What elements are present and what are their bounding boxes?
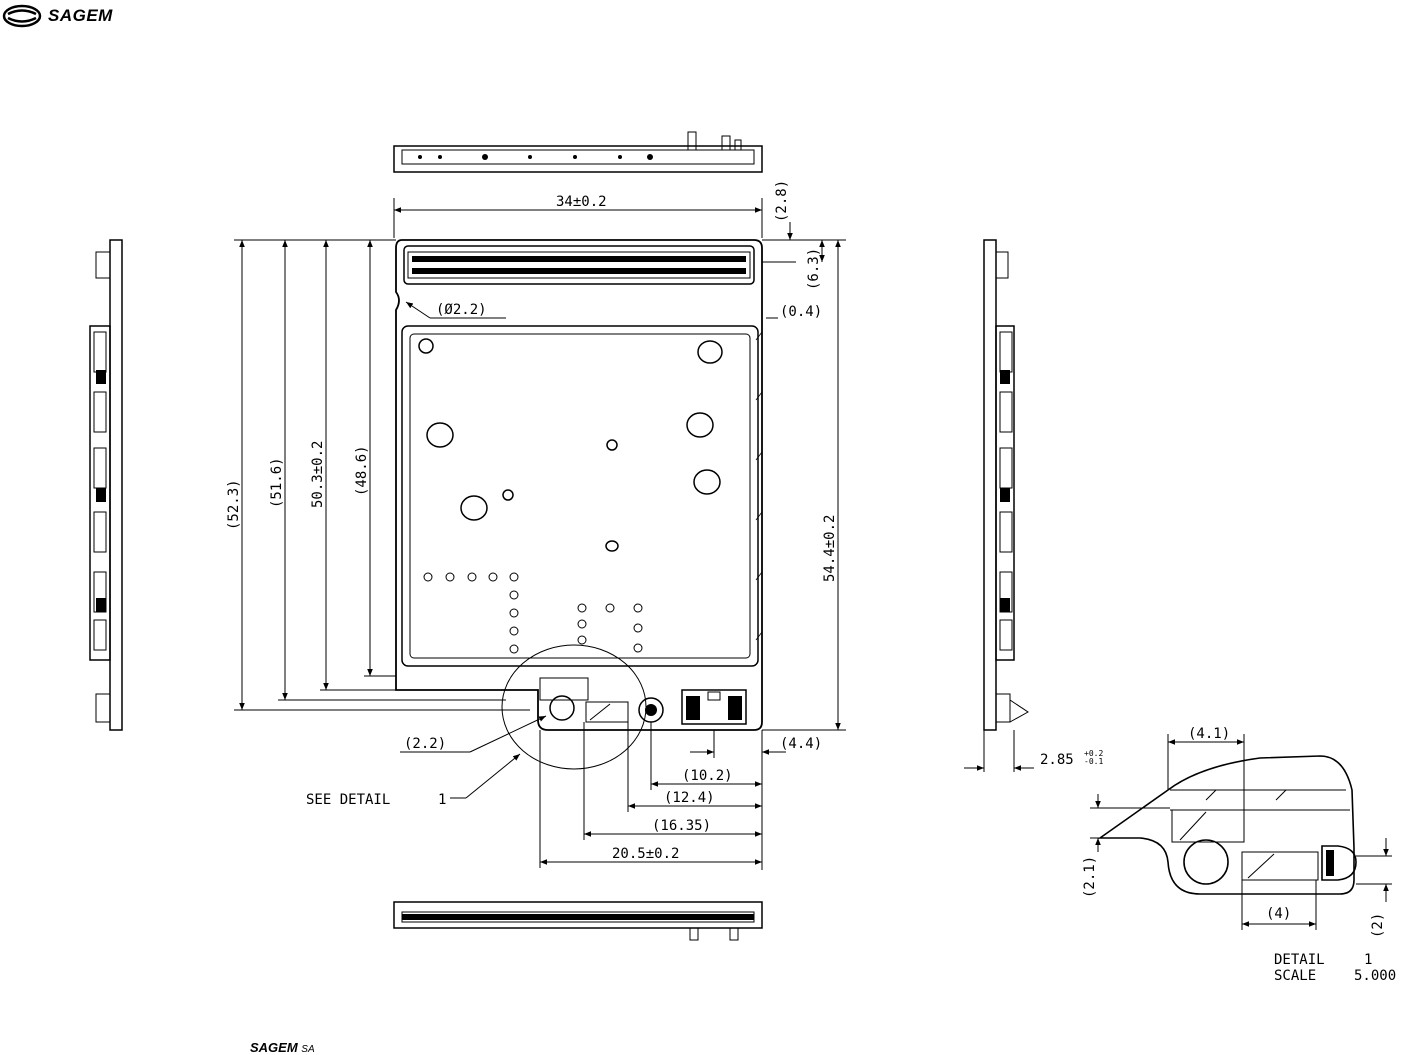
- dim-connector-height: (6.3): [806, 248, 822, 290]
- right-side-view: 2.85 +0.2 -0.1: [964, 240, 1103, 772]
- detail-title: DETAIL: [1274, 952, 1325, 968]
- dim-height-52-3: (52.3): [226, 479, 242, 530]
- bottom-view: [394, 902, 762, 940]
- dim-w-20-5: 20.5±0.2: [612, 846, 679, 862]
- dim-w-16-35: (16.35): [652, 818, 711, 834]
- dim-top-clear: (2.8): [774, 180, 790, 222]
- dim-height-51-6: (51.6): [269, 457, 285, 508]
- detail-dim-2: (2): [1370, 913, 1386, 938]
- detail-view: (4.1) (2.1) (4) (2) DETAIL 1 SCALE 5.000: [1082, 726, 1396, 984]
- dim-w-4-4: (4.4): [780, 736, 822, 752]
- dim-thickness: 2.85: [1040, 752, 1074, 768]
- front-view: [396, 240, 762, 769]
- dim-hole-diameter: (Ø2.2): [436, 302, 487, 318]
- detail-scale-value: 5.000: [1354, 968, 1396, 984]
- detail-scale-label: SCALE: [1274, 968, 1316, 984]
- dim-w-12-4: (12.4): [664, 790, 715, 806]
- top-view: [394, 132, 762, 172]
- see-detail-number: 1: [438, 792, 446, 808]
- dim-w-10-2: (10.2): [682, 768, 733, 784]
- detail-dim-4-1: (4.1): [1188, 726, 1230, 742]
- dim-height-54-4: 54.4±0.2: [822, 515, 838, 582]
- detail-dim-4: (4): [1266, 906, 1291, 922]
- detail-number: 1: [1364, 952, 1372, 968]
- left-side-view: [90, 240, 122, 730]
- dim-thickness-tol-minus: -0.1: [1084, 757, 1103, 766]
- detail-dim-2-1: (2.1): [1082, 856, 1098, 898]
- dim-height-48-6: (48.6): [354, 445, 370, 496]
- dim-notch: (2.2): [404, 736, 446, 752]
- dim-edge-offset: (0.4): [780, 304, 822, 320]
- dim-width-total: 34±0.2: [556, 194, 607, 210]
- see-detail-label: SEE DETAIL: [306, 792, 390, 808]
- dim-height-50-3: 50.3±0.2: [310, 441, 326, 508]
